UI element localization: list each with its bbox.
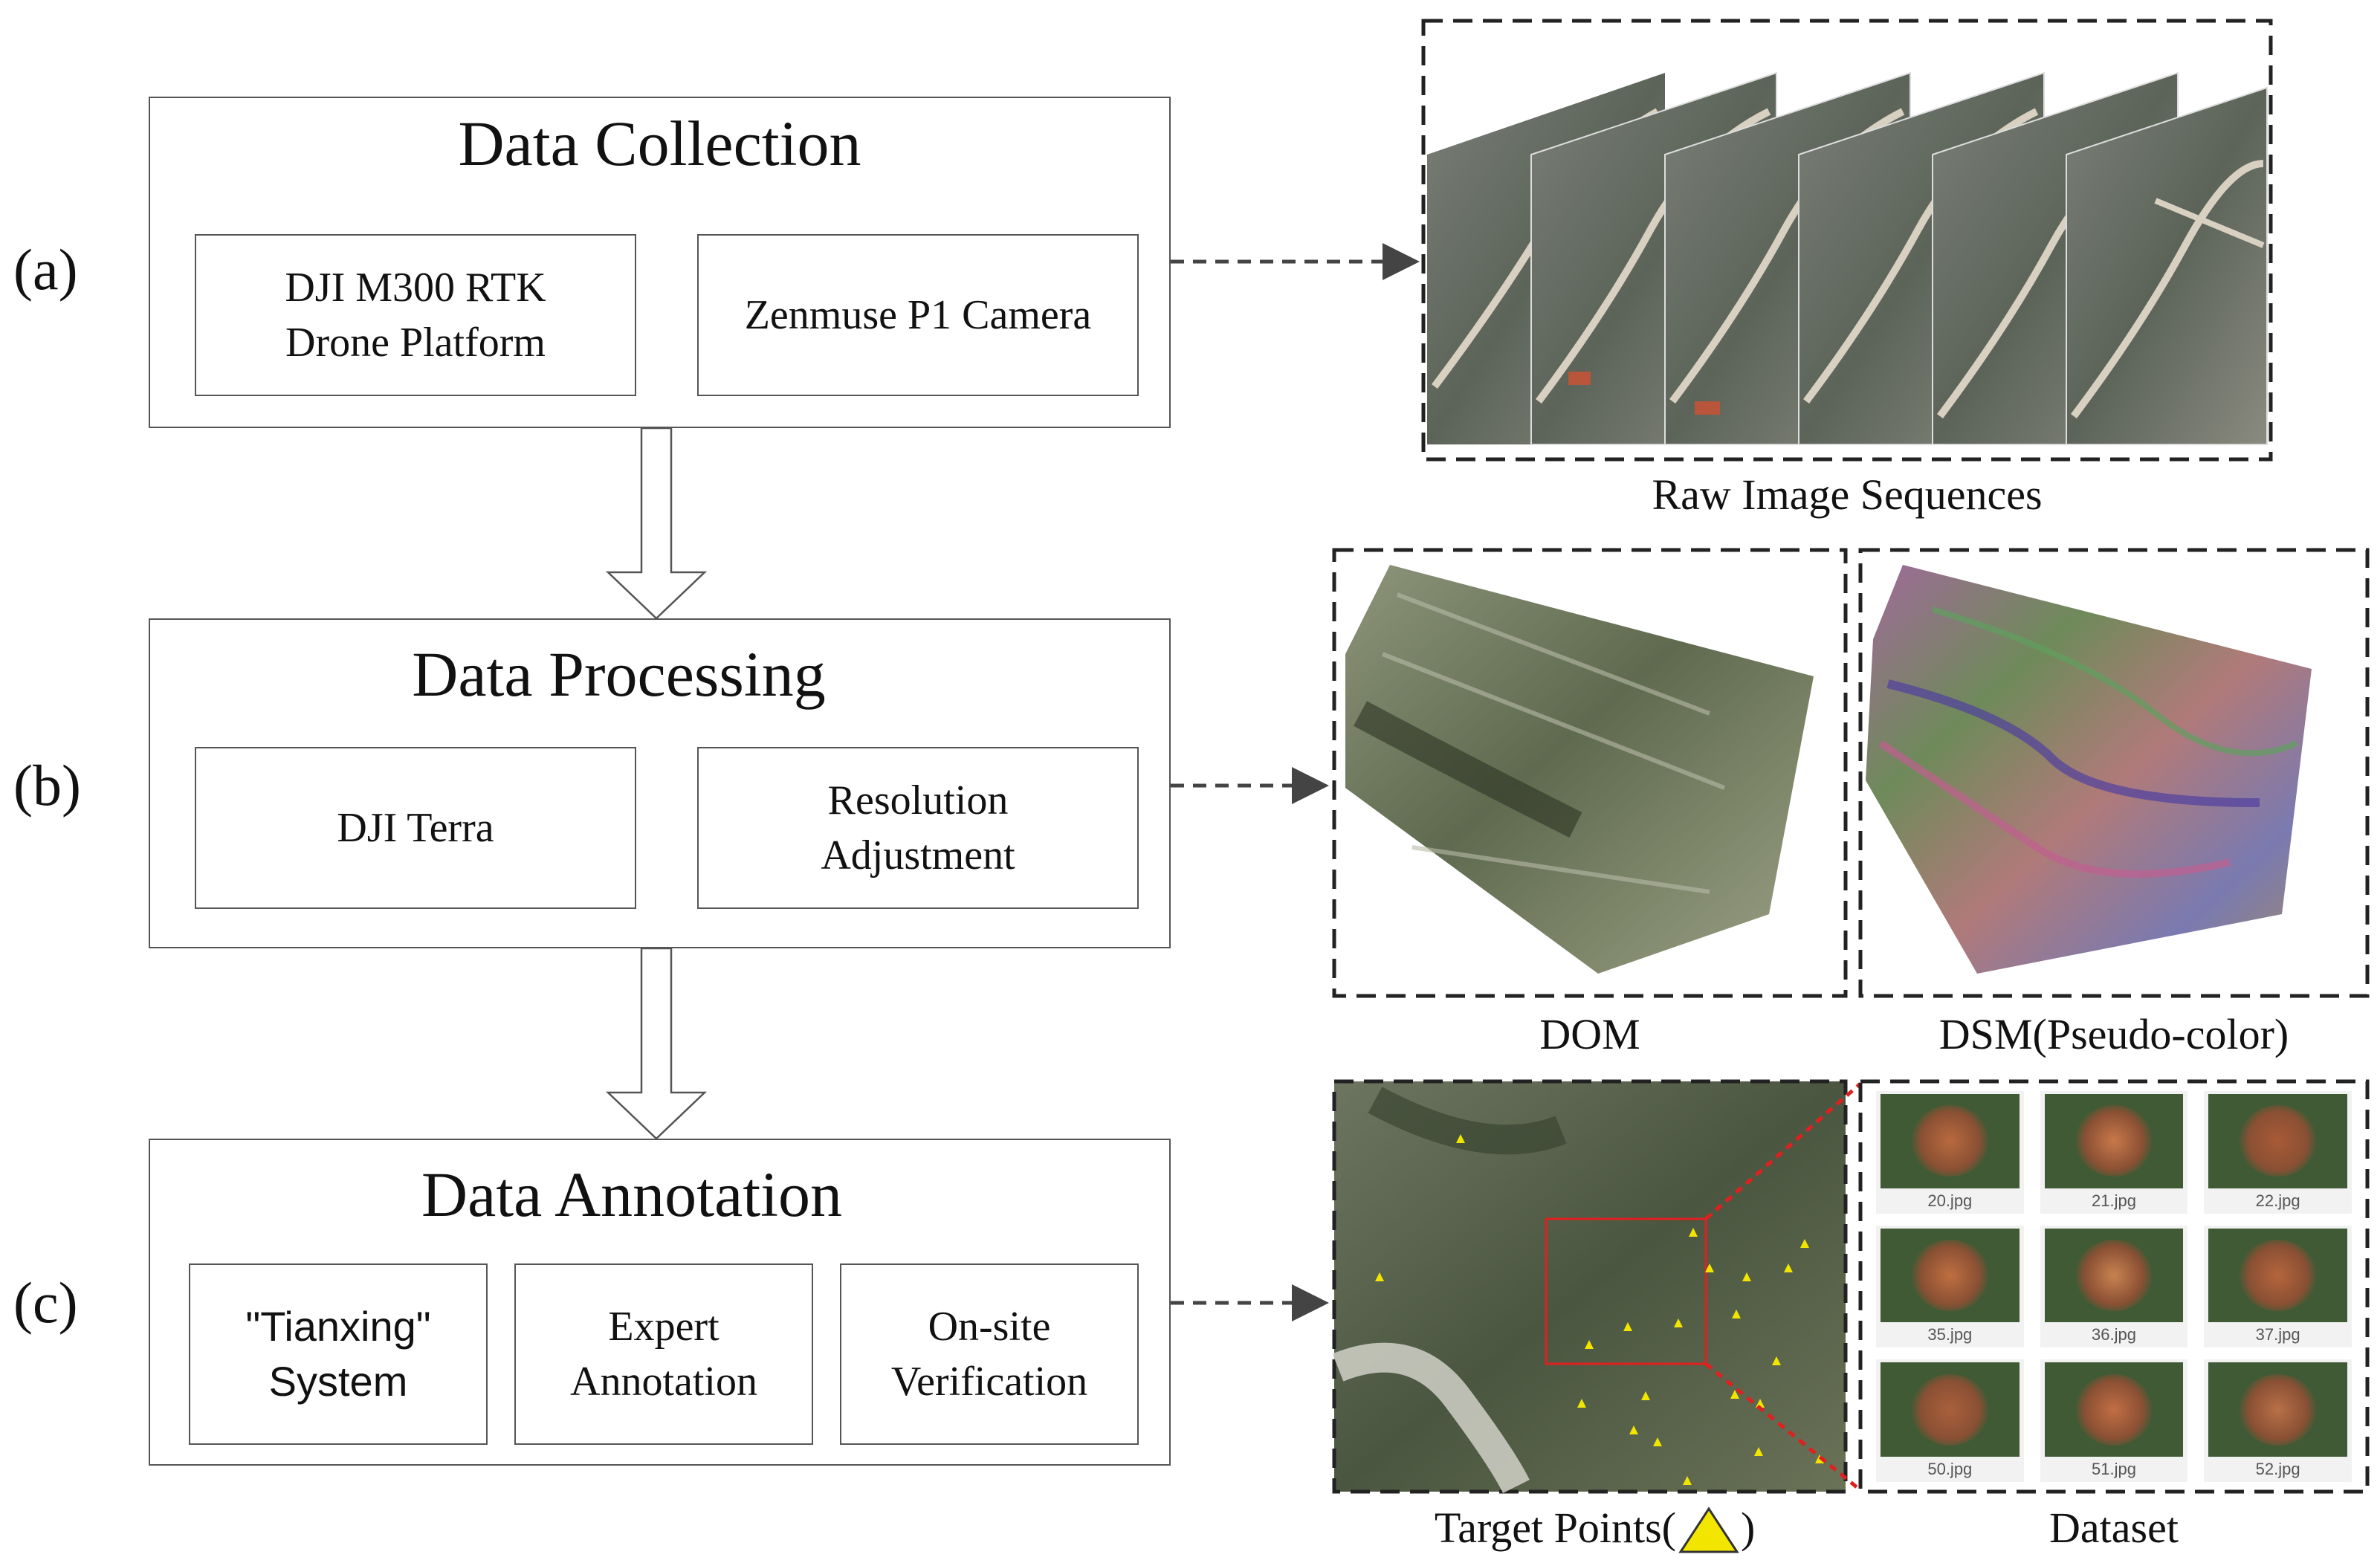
dataset-tile-filename: 51.jpg [2092,1459,2136,1478]
dataset-tile-image [2208,1228,2347,1323]
zoom-line-bottom [1704,1362,1862,1492]
dataset-tile-image [1881,1094,2020,1188]
target-markers [1375,1134,1824,1485]
box-resolution-adjustment-line-2: Adjustment [821,832,1015,878]
dsm-panel [1858,548,2370,998]
dataset-tile-crown [2239,1239,2317,1312]
dataset-tile-image [2044,1362,2184,1457]
box-expert-annotation: Expert Annotation [514,1263,813,1445]
box-onsite-verification: On-site Verification [840,1263,1139,1445]
box-drone-platform-line-2: Drone Platform [285,320,546,366]
box-resolution-adjustment-line-1: Resolution [827,777,1009,823]
caption-target-points-prefix: Target Points( [1434,1504,1676,1552]
box-tianxing-system-line-2: System [268,1358,408,1405]
box-onsite-verification-line-2: Verification [890,1359,1088,1405]
dataset-tile-crown [2239,1373,2317,1446]
raw-image-sequence [1421,19,2273,462]
box-resolution-adjustment: Resolution Adjustment [697,747,1139,909]
box-drone-platform-line-1: DJI M300 RTK [285,265,546,311]
dataset-tile-image [2208,1362,2347,1457]
box-drone-platform: DJI M300 RTK Drone Platform [195,234,636,396]
hollow-arrow-b-to-c [605,947,708,1140]
dataset-tile-filename: 52.jpg [2255,1459,2300,1478]
box-camera: Zenmuse P1 Camera [697,234,1139,396]
caption-target-points-suffix: ) [1741,1504,1756,1552]
dataset-tile-filename: 50.jpg [1927,1459,1973,1478]
row-label-c: (c) [13,1270,78,1335]
dataset-tile-image [2208,1094,2347,1188]
dom-panel [1332,548,1848,998]
dataset-tile-image [1881,1228,2020,1323]
raw-frame-6 [2066,86,2268,445]
zoom-region [1545,1217,1707,1365]
dataset-tile-image [2044,1094,2184,1188]
dataset-tile: 21.jpg [2040,1091,2188,1214]
row-label-a: (a) [13,237,78,302]
box-dji-terra: DJI Terra [195,747,636,909]
target-caption-triangle [1678,1507,1739,1553]
box-tianxing-system-line-1: "Tianxing" [245,1303,431,1350]
dataset-tile: 36.jpg [2040,1225,2188,1348]
box-expert-annotation-line-1: Expert [608,1304,720,1350]
dataset-tile-filename: 20.jpg [1927,1191,1973,1210]
target-points-panel [1332,1079,1848,1494]
dom-orthophoto [1345,565,1814,974]
stage-title-data-annotation: Data Annotation [421,1159,843,1230]
dataset-tile: 20.jpg [1876,1091,2024,1214]
box-onsite-verification-line-1: On-site [928,1304,1051,1350]
dataset-tile-crown [1911,1373,1989,1446]
dataset-tile: 35.jpg [1876,1225,2024,1348]
dataset-tile: 37.jpg [2204,1225,2352,1348]
dataset-tile-crown [2075,1105,2153,1177]
stage-title-data-processing: Data Processing [412,638,826,710]
box-camera-line-1: Zenmuse P1 Camera [744,292,1092,338]
dataset-tile-filename: 36.jpg [2092,1325,2136,1344]
dataset-tile-crown [2075,1373,2153,1446]
dataset-tile: 22.jpg [2204,1091,2352,1214]
caption-dom: DOM [1539,1010,1640,1058]
dataset-tile-crown [2239,1105,2317,1177]
caption-raw-image-sequences: Raw Image Sequences [1652,470,2043,519]
caption-dsm: DSM(Pseudo-color) [1938,1010,2289,1058]
dataset-tile-image [2044,1228,2184,1323]
dataset-tile: 50.jpg [1876,1359,2024,1482]
dataset-tile-image [1881,1362,2020,1457]
dataset-tile-filename: 21.jpg [2092,1191,2136,1210]
hollow-arrow-a-to-b [605,427,708,620]
box-tianxing-system: "Tianxing" System [189,1263,488,1445]
box-dji-terra-line-1: DJI Terra [337,805,494,851]
dataset-tile: 52.jpg [2204,1359,2352,1482]
row-label-b: (b) [13,753,81,818]
caption-dataset: Dataset [2049,1504,2179,1552]
dataset-tile-crown [1911,1239,1989,1312]
dataset-tile-crown [1911,1105,1989,1177]
dataset-tile-filename: 22.jpg [2255,1191,2300,1210]
dataset-grid: 20.jpg 21.jpg 22.jpg 35.jpg 36.jpg 37.jpg 50.j… [1866,1087,2362,1486]
dataset-tile-filename: 35.jpg [1927,1325,1973,1344]
dataset-tile-crown [2075,1239,2153,1312]
dataset-tile: 51.jpg [2040,1359,2188,1482]
dataset-tile-filename: 37.jpg [2255,1325,2300,1344]
stage-title-data-collection: Data Collection [458,108,861,179]
box-expert-annotation-line-2: Annotation [570,1359,757,1405]
